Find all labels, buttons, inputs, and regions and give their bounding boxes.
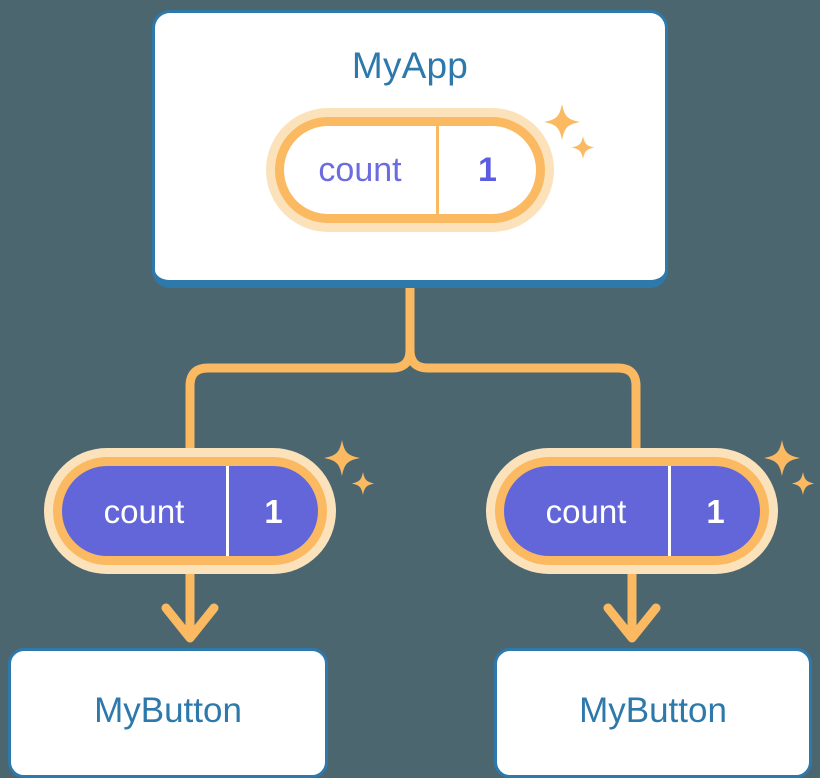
state-pill-body: count 1 [53, 457, 327, 565]
state-pill-mybutton-right[interactable]: count 1 [486, 448, 778, 574]
component-card-mybutton-right[interactable]: MyButton [494, 648, 812, 778]
state-flow-trunk [405, 283, 641, 455]
sparkle-icon-small [351, 472, 375, 495]
state-key-label: count [284, 126, 439, 214]
state-pill-body: count 1 [275, 117, 545, 223]
state-pill-myapp[interactable]: count 1 [266, 108, 554, 232]
state-pill-mybutton-left[interactable]: count 1 [44, 448, 336, 574]
component-card-mybutton-left[interactable]: MyButton [8, 648, 328, 778]
state-key-label: count [504, 466, 671, 556]
state-flow-arrow-left-head [161, 603, 219, 643]
component-title-mybutton-left: MyButton [94, 690, 242, 730]
state-value-label: 1 [264, 492, 283, 530]
state-flow-branch-left [185, 345, 415, 455]
state-flow-arrow-right-head [603, 603, 661, 643]
sparkle-icon-small [791, 472, 815, 495]
state-value-label: 1 [478, 151, 497, 189]
state-value-label: 1 [706, 492, 725, 530]
component-title-myapp: MyApp [351, 45, 469, 86]
state-key-label: count [62, 466, 229, 556]
component-title-mybutton-right: MyButton [579, 690, 727, 730]
state-pill-body: count 1 [495, 457, 769, 565]
